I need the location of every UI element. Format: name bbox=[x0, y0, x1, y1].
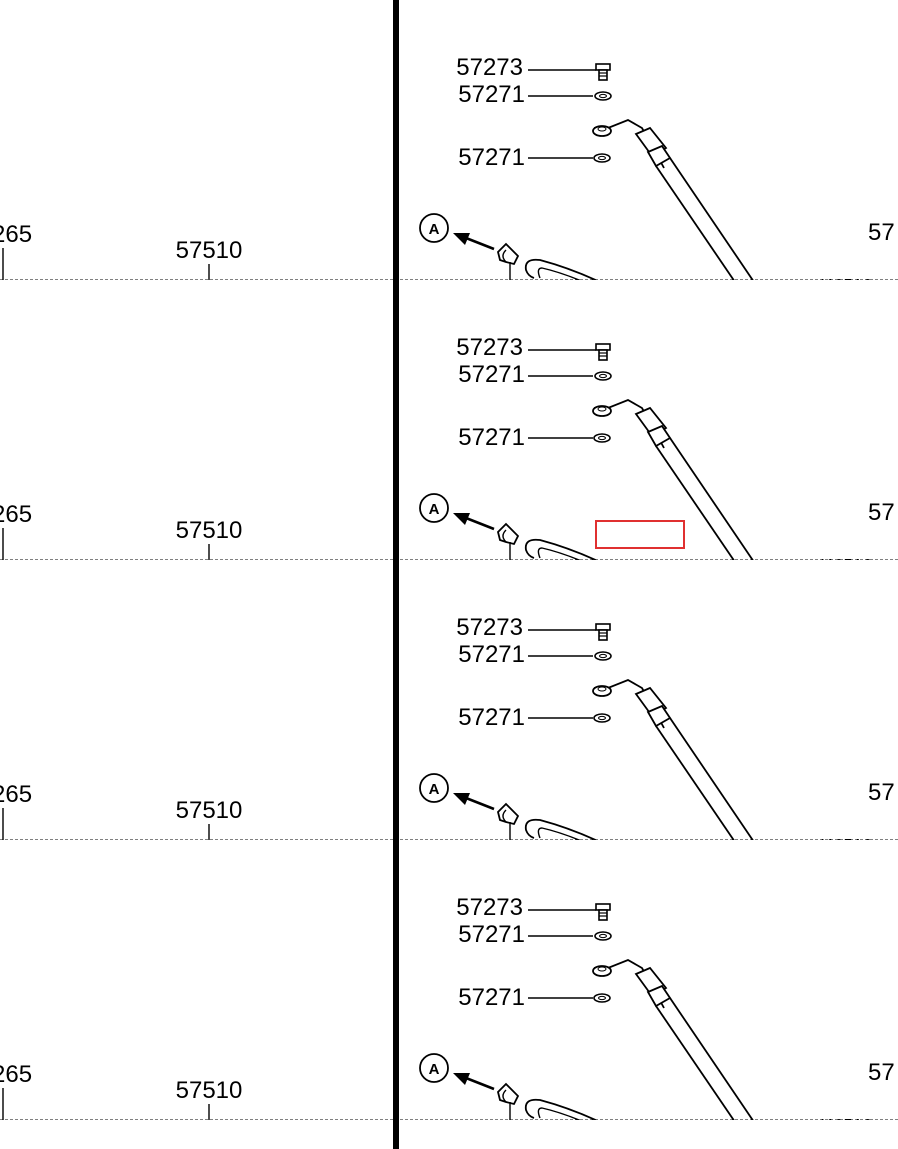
label-57271-upper: 57271 bbox=[458, 361, 525, 388]
label-57271-upper: 57271 bbox=[458, 641, 525, 668]
label-57-fragment: 57 bbox=[868, 499, 895, 526]
label-265: 265 bbox=[0, 221, 32, 248]
label-265: 265 bbox=[0, 501, 32, 528]
vertical-divider bbox=[393, 0, 399, 1149]
label-57271-lower: 57271 bbox=[458, 704, 525, 731]
label-corner-fragment: 1195A0 bbox=[818, 837, 872, 854]
label-57273: 57273 bbox=[456, 54, 523, 81]
label-57271-upper: 57271 bbox=[458, 921, 525, 948]
label-265: 265 bbox=[0, 1061, 32, 1088]
label-57510: 57510 bbox=[176, 237, 243, 264]
label-57271-lower: 57271 bbox=[458, 144, 525, 171]
label-57273: 57273 bbox=[456, 894, 523, 921]
callout-a-letter: A bbox=[429, 781, 440, 798]
label-57-fragment: 57 bbox=[868, 779, 895, 806]
strip-linework bbox=[0, 622, 898, 840]
strip-linework bbox=[0, 62, 898, 280]
callout-a-letter: A bbox=[429, 221, 440, 238]
diagram-strip-3: 5727357271572712655751057A1195A0 bbox=[0, 614, 898, 854]
callout-a-letter: A bbox=[429, 1061, 440, 1078]
diagram-strip-1: 5727357271572712655751057A1195A0 bbox=[0, 54, 898, 294]
label-57271-upper: 57271 bbox=[458, 81, 525, 108]
label-57-fragment: 57 bbox=[868, 1059, 895, 1086]
label-57273: 57273 bbox=[456, 614, 523, 641]
label-corner-fragment: 1195A0 bbox=[818, 1117, 872, 1134]
diagram-strip-4: 5727357271572712655751057A1195A0 bbox=[0, 894, 898, 1134]
diagram-strip-2: 5727357271572712655751057A1195A0 bbox=[0, 334, 898, 574]
strip-linework bbox=[0, 902, 898, 1120]
callout-a-letter: A bbox=[429, 501, 440, 518]
highlight-box bbox=[595, 520, 685, 549]
label-57510: 57510 bbox=[176, 797, 243, 824]
label-57273: 57273 bbox=[456, 334, 523, 361]
label-57271-lower: 57271 bbox=[458, 984, 525, 1011]
strip-linework bbox=[0, 342, 898, 560]
label-57510: 57510 bbox=[176, 1077, 243, 1104]
label-corner-fragment: 1195A0 bbox=[818, 557, 872, 574]
label-57510: 57510 bbox=[176, 517, 243, 544]
label-57271-lower: 57271 bbox=[458, 424, 525, 451]
label-265: 265 bbox=[0, 781, 32, 808]
label-57-fragment: 57 bbox=[868, 219, 895, 246]
label-corner-fragment: 1195A0 bbox=[818, 277, 872, 294]
